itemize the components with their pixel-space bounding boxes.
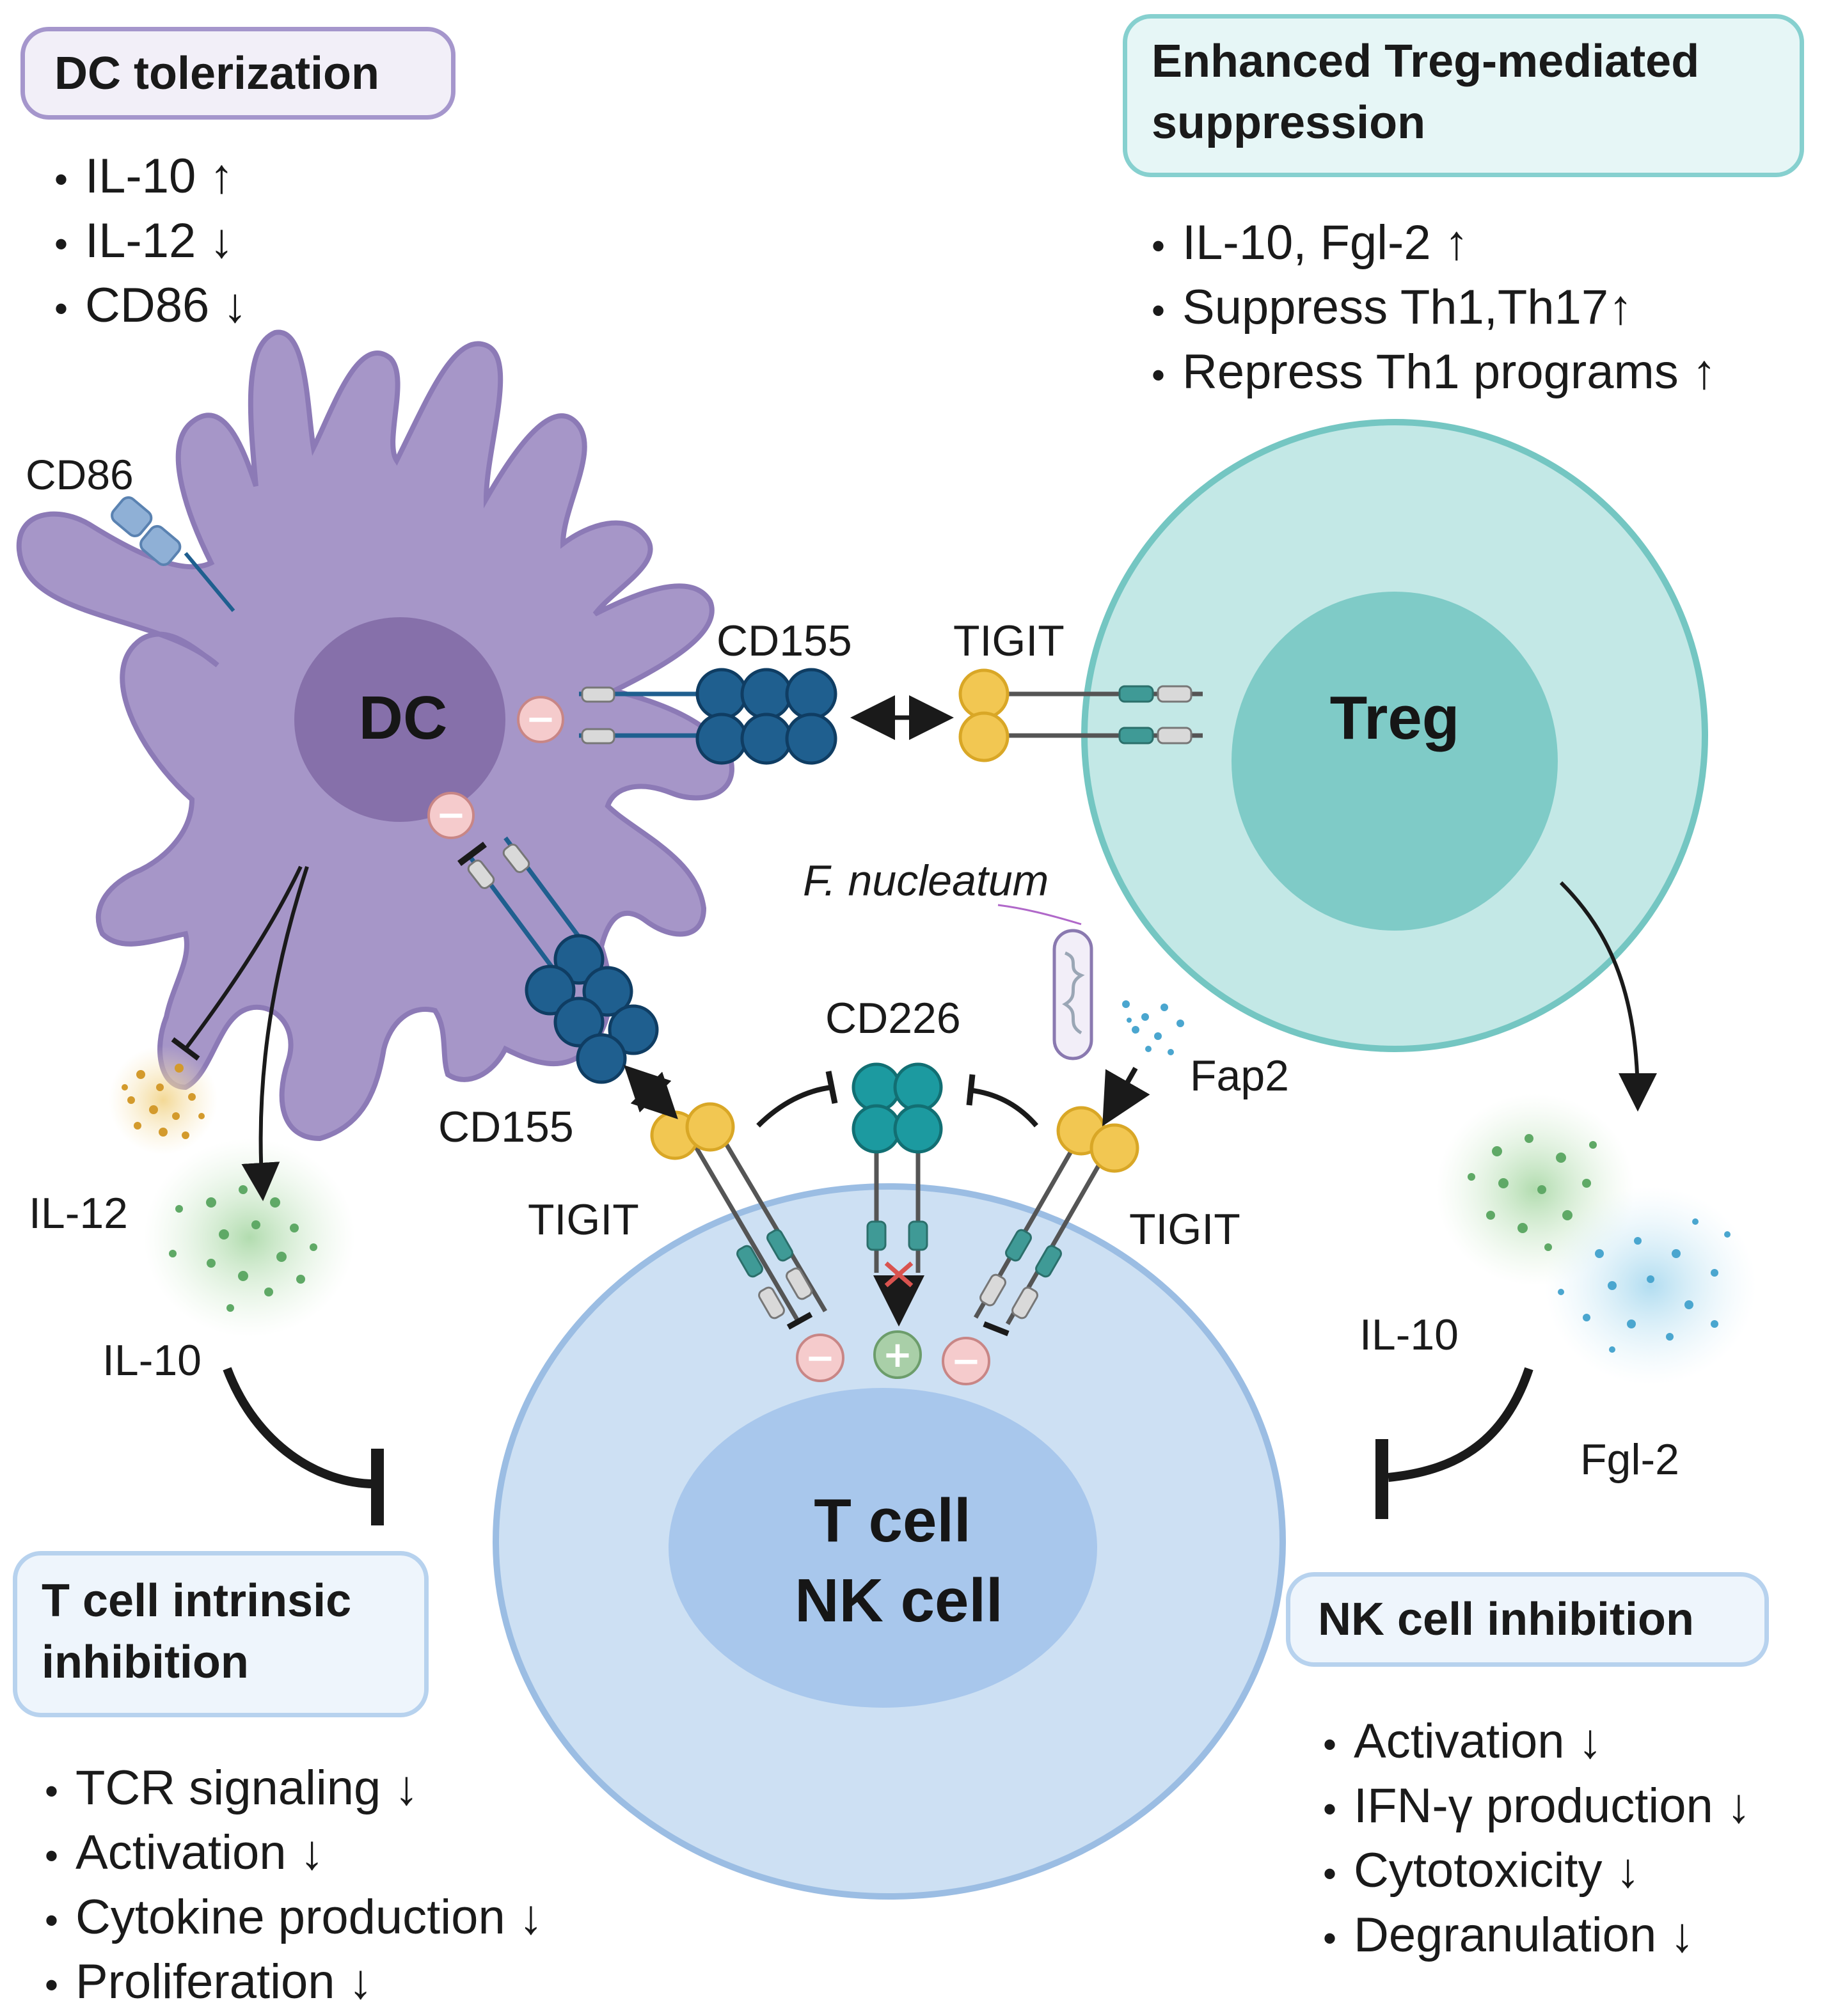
tigit-left <box>650 1102 828 1330</box>
label-fap2: Fap2 <box>1190 1051 1289 1100</box>
effector-cell <box>493 1183 1286 1900</box>
t-cell-inhibition-title: T cell intrinsic inhibition <box>42 1575 352 1688</box>
dc-tolerization-item: IL-12 ↓ <box>54 210 247 275</box>
label-bacterium: F. nucleatum <box>803 856 1049 905</box>
label-fgl2: Fgl-2 <box>1580 1435 1679 1484</box>
dc-tolerization-list: IL-10 ↑ IL-12 ↓ CD86 ↓ <box>54 146 247 340</box>
dc-minus-bottom: − <box>427 792 475 839</box>
dc-minus-top-sign: − <box>526 698 556 740</box>
label-cd86: CD86 <box>26 451 134 498</box>
t-cell-inhibition-item: TCR signaling ↓ <box>45 1758 543 1822</box>
dc-minus-bottom-sign: − <box>436 794 466 836</box>
t-cell-inhibition-box <box>13 1551 429 1717</box>
nk-inhibition-list: Activation ↓ IFN-γ production ↓ Cytotoxi… <box>1323 1711 1751 1969</box>
treg-suppression-item: IL-10, Fgl-2 ↑ <box>1152 212 1716 277</box>
fap2-arrow <box>1102 1067 1150 1126</box>
il10-inhibits-tcell <box>223 1367 375 1488</box>
t-cell-inhibition-item: Activation ↓ <box>45 1822 543 1887</box>
effector-minus-left-sign: − <box>805 1337 836 1379</box>
nk-inhibition-item: Cytotoxicity ↓ <box>1323 1840 1751 1905</box>
treg-nucleus <box>1232 592 1558 931</box>
dc-tolerization-item: CD86 ↓ <box>54 275 247 340</box>
cd155-top <box>579 668 837 765</box>
label-cd226: CD226 <box>825 994 961 1043</box>
dc-minus-top: − <box>517 696 564 743</box>
cell-name-tcell: T cell <box>814 1486 970 1555</box>
label-cd155-left: CD155 <box>438 1103 574 1151</box>
effector-nucleus <box>669 1388 1097 1708</box>
treg-suppression-title: Enhanced Treg-mediated suppression <box>1152 36 1700 148</box>
cd226-receptor <box>852 1062 943 1327</box>
cell-name-dc: DC <box>359 684 448 752</box>
treg-suppression-list: IL-10, Fgl-2 ↑ Suppress Th1,Th17↑ Repres… <box>1152 212 1716 406</box>
nk-inhibition-item: Activation ↓ <box>1323 1711 1751 1776</box>
label-il10-right: IL-10 <box>1359 1311 1459 1359</box>
tigit-inhibits-cd226-left <box>756 1085 832 1128</box>
fap2-particles <box>1122 1000 1184 1055</box>
cell-name-treg: Treg <box>1330 684 1460 752</box>
treg-suppression-item: Repress Th1 programs ↑ <box>1152 342 1716 406</box>
dendritic-cell <box>16 329 734 1142</box>
treg-suppression-box <box>1123 14 1804 177</box>
effector-plus: + <box>873 1330 922 1379</box>
il10-cloud-left <box>144 1138 355 1337</box>
t-cell-inhibition-item: Cytokine production ↓ <box>45 1887 543 1951</box>
effector-minus-right: − <box>942 1337 990 1385</box>
fgl2-cloud <box>1545 1186 1756 1385</box>
dc-nucleus <box>294 617 505 822</box>
nk-inhibition-title: NK cell inhibition <box>1318 1594 1694 1645</box>
dc-tolerization-item: IL-10 ↑ <box>54 146 247 210</box>
effector-minus-right-sign: − <box>951 1341 981 1382</box>
nk-inhibition-box <box>1286 1572 1769 1667</box>
nk-inhibition-item: IFN-γ production ↓ <box>1323 1776 1751 1840</box>
label-il10-left: IL-10 <box>102 1336 202 1385</box>
nk-inhibition-item: Degranulation ↓ <box>1323 1905 1751 1969</box>
dc-inhibits-il12 <box>184 865 303 1050</box>
tigit-right <box>973 1106 1139 1337</box>
cell-name-nkcell: NK cell <box>795 1566 1002 1635</box>
dc-tolerization-title: DC tolerization <box>54 48 380 99</box>
tigit-inhibits-cd226-right <box>972 1088 1039 1128</box>
dc-tolerization-box <box>20 27 456 120</box>
t-cell-inhibition-list: TCR signaling ↓ Activation ↓ Cytokine pr… <box>45 1758 543 2016</box>
treg-releases-cytokines <box>1559 881 1657 1112</box>
il12-cloud <box>109 1046 218 1154</box>
dc-releases-il10 <box>241 866 309 1201</box>
label-tigit-left: TIGIT <box>528 1195 639 1244</box>
cd155-dc-diagonal <box>457 836 659 1084</box>
cd155-tigit-arrow-left <box>624 1065 678 1119</box>
effector-minus-left: − <box>796 1334 844 1382</box>
label-il12: IL-12 <box>29 1189 128 1238</box>
label-tigit-top: TIGIT <box>953 617 1065 665</box>
label-cd155-top: CD155 <box>717 617 852 665</box>
cytokines-inhibit-nk <box>1388 1367 1533 1482</box>
effector-plus-sign: + <box>883 1334 913 1376</box>
cd86-receptor <box>111 496 235 612</box>
t-cell-inhibition-item: Proliferation ↓ <box>45 1951 543 2016</box>
fusobacterium <box>997 904 1093 1060</box>
treg-suppression-item: Suppress Th1,Th17↑ <box>1152 277 1716 342</box>
label-tigit-right: TIGIT <box>1129 1205 1240 1254</box>
tigit-top <box>958 668 1203 762</box>
treg-cell <box>1081 419 1708 1052</box>
